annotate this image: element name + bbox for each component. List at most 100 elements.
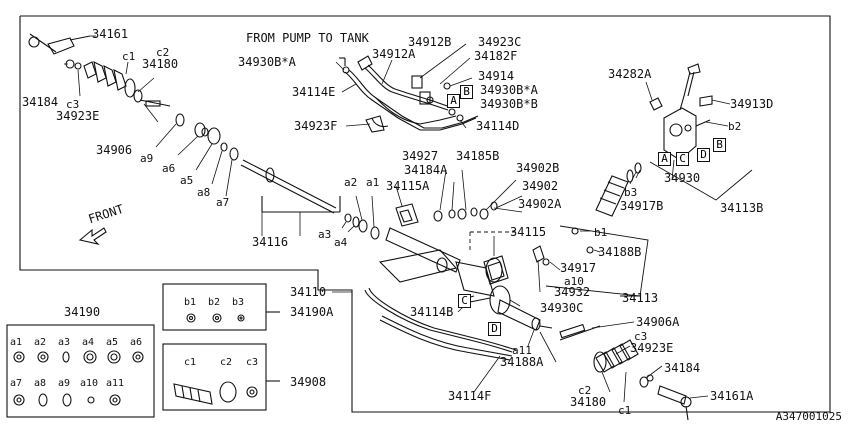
label-34917B: 34917B [620, 199, 664, 213]
label-34188B: 34188B [598, 245, 642, 259]
label-34908: 34908 [290, 375, 327, 389]
seal-a4 [352, 216, 360, 228]
label-c1: c1 [122, 50, 136, 63]
ref-box-B-right: B [713, 138, 726, 152]
kit-a-label: a5 [106, 337, 119, 348]
input-shaft-34917B [595, 162, 642, 217]
label-a5: a5 [180, 174, 194, 187]
label-a11: a11 [512, 344, 532, 357]
rack-34116 [240, 159, 341, 214]
ref-box-D-right: D [697, 148, 710, 162]
tie-rod-end-left [28, 33, 91, 55]
kit-a-label: a7 [10, 378, 23, 389]
label-34930B-A-top: 34930B*A [238, 55, 296, 69]
ring-c3-left [74, 62, 82, 70]
kit-a-label: a10 [80, 378, 99, 389]
label-c2-right: c2 [578, 384, 592, 397]
label-34930C: 34930C [540, 301, 584, 315]
label-a10: a10 [564, 275, 584, 288]
label-34114F: 34114F [448, 389, 492, 403]
nut-34184-right [639, 376, 649, 388]
label-b3: b3 [624, 186, 638, 199]
label-a4: a4 [334, 236, 348, 249]
label-34115A: 34115A [386, 179, 430, 193]
label-from-pump-to-tank: FROM PUMP TO TANK [246, 31, 369, 45]
label-34182F: 34182F [474, 49, 518, 63]
kit-box-34908 [162, 343, 267, 411]
valve-housing-34113B [649, 63, 713, 161]
label-34161A: 34161A [710, 389, 754, 403]
label-b1: b1 [594, 226, 608, 239]
ref-box-A-top: A [447, 94, 460, 108]
kit-c-icons [173, 380, 280, 405]
label-34184: 34184 [22, 95, 59, 109]
ref-box-B-top: B [460, 85, 473, 99]
kit-a-label: a9 [58, 378, 71, 389]
label-34114D: 34114D [476, 119, 520, 133]
seal-a8 [220, 142, 228, 152]
label-34902: 34902 [522, 179, 559, 193]
leader-lines [64, 35, 731, 403]
label-34930B-B: 34930B*B [480, 97, 538, 111]
label-34113B: 34113B [720, 201, 764, 215]
kit-a-label: a6 [130, 337, 143, 348]
part-b1 [571, 227, 579, 235]
label-34930B-A-right: 34930B*A [480, 83, 538, 97]
label-a6: a6 [162, 162, 176, 175]
label-34190: 34190 [64, 305, 101, 319]
cover-34115 [483, 255, 509, 285]
label-34110: 34110 [290, 285, 327, 299]
label-34185B: 34185B [456, 149, 500, 163]
kit-a-label: a3 [58, 337, 71, 348]
front-arrow-icon [78, 227, 107, 245]
ref-box-A-right: A [658, 152, 671, 166]
kit-a-label: a11 [106, 378, 125, 389]
pipe-34114F [379, 319, 511, 361]
inner-tie-rod [139, 99, 171, 107]
label-a1: a1 [366, 176, 380, 189]
label-a9: a9 [140, 152, 154, 165]
label-34912B: 34912B [408, 35, 452, 49]
label-c3-right: c3 [634, 330, 648, 343]
ref-box-C-right: C [676, 152, 689, 166]
kit-a-label: a2 [34, 337, 47, 348]
kit-b-label: b1 [184, 297, 197, 308]
part-34917 [542, 258, 550, 266]
label-34906A: 34906A [636, 315, 680, 329]
label-34913D: 34913D [730, 97, 774, 111]
kit-b-icons [186, 311, 280, 323]
label-34115: 34115 [510, 225, 547, 239]
label-34190A: 34190A [290, 305, 334, 319]
bracket-34115A [395, 203, 419, 227]
label-34912A: 34912A [372, 47, 416, 61]
seal-a2 [358, 219, 368, 233]
fitting-34912B [411, 75, 423, 89]
callout-34113B [649, 161, 753, 201]
ref-box-C-lower: C [458, 294, 471, 308]
label-c1-right: c1 [618, 404, 632, 417]
kit-a-icons [13, 350, 144, 407]
label-34184A: 34184A [404, 163, 448, 177]
label-34923F: 34923F [294, 119, 338, 133]
boot-right [593, 339, 639, 373]
label-34906: 34906 [96, 143, 133, 157]
seal-a7 [229, 147, 239, 161]
inner-tie-rod-right [559, 323, 601, 341]
label-c2: c2 [156, 46, 170, 59]
kit-b-label: b3 [232, 297, 245, 308]
label-34116: 34116 [252, 235, 289, 249]
fitting-34914 [443, 82, 451, 90]
label-34923C: 34923C [478, 35, 522, 49]
label-34161: 34161 [92, 27, 129, 41]
kit-a-label: a1 [10, 337, 23, 348]
seal-a1 [370, 226, 380, 240]
washer-34927 [433, 210, 443, 222]
label-34923E-right: 34923E [630, 341, 674, 355]
ref-box-D-lower: D [488, 322, 501, 336]
kit-c-label: c1 [184, 357, 197, 368]
diagram-code: A347001025 [775, 410, 842, 423]
label-34917: 34917 [560, 261, 597, 275]
label-a8: a8 [197, 186, 211, 199]
